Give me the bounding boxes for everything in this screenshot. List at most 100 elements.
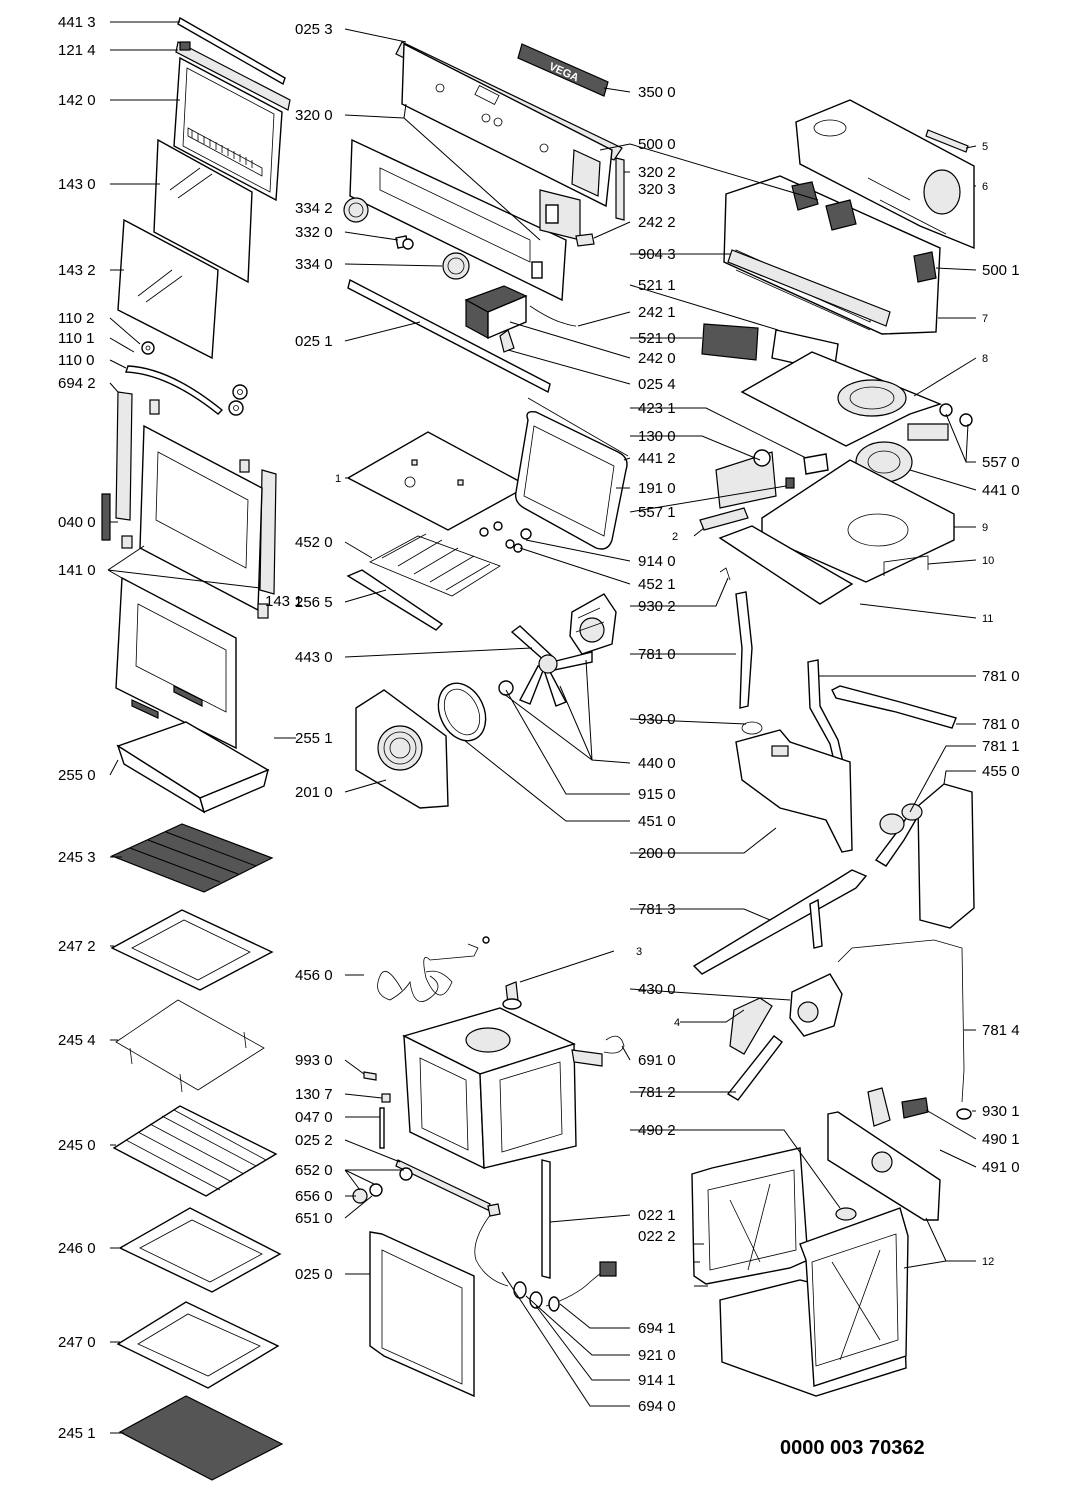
- callout-label: 490 1: [982, 1131, 1020, 1148]
- callout-label: 141 0: [58, 562, 96, 579]
- callout-label: 334 2: [295, 200, 333, 217]
- callout-label: 443 0: [295, 649, 333, 666]
- callout-label: 245 1: [58, 1425, 96, 1442]
- callout-label: 255 1: [295, 730, 333, 747]
- document-number: 0000 003 70362: [780, 1437, 925, 1459]
- callout-label: 320 3: [638, 181, 676, 198]
- callout-label: 142 0: [58, 92, 96, 109]
- callout-label: 022 1: [638, 1207, 676, 1224]
- top-electronics-assembly: [699, 99, 975, 605]
- callout-label: 130 0: [638, 428, 676, 445]
- callout-label: 781 0: [638, 646, 676, 663]
- heating-and-cavity-parts: [346, 397, 629, 1398]
- callout-label: 452 1: [638, 576, 676, 593]
- accessory-trays: [110, 721, 284, 1481]
- callout-label: 441 2: [638, 450, 676, 467]
- outer-casing-assembly: [691, 1087, 941, 1397]
- callout-label: 022 2: [638, 1228, 676, 1245]
- callout-label: 246 0: [58, 1240, 96, 1257]
- callout-label: 11: [982, 613, 993, 625]
- callout-label: 521 0: [638, 330, 676, 347]
- callout-label: 930 2: [638, 598, 676, 615]
- callout-label: 452 0: [295, 534, 333, 551]
- callout-label: 557 1: [638, 504, 676, 521]
- callout-label: 441 3: [58, 14, 96, 31]
- callout-label: 320 2: [638, 164, 676, 181]
- callout-label: 930 0: [638, 711, 676, 728]
- callout-label: 201 0: [295, 784, 333, 801]
- callout-label: 6: [982, 181, 988, 193]
- callout-label: 247 2: [58, 938, 96, 955]
- callout-label: 320 0: [295, 107, 333, 124]
- callout-label: 694 2: [58, 375, 96, 392]
- callout-label: 656 0: [295, 1188, 333, 1205]
- callout-label: 334 0: [295, 256, 333, 273]
- callout-label: 440 0: [638, 755, 676, 772]
- callout-label: 491 0: [982, 1159, 1020, 1176]
- callout-label: 047 0: [295, 1109, 333, 1126]
- callout-label: 4: [674, 1017, 680, 1029]
- callout-label: 350 0: [638, 84, 676, 101]
- callout-label: 781 3: [638, 901, 676, 918]
- callout-label: 915 0: [638, 786, 676, 803]
- callout-label: 110 1: [58, 330, 94, 347]
- callout-label: 255 0: [58, 767, 96, 784]
- callout-label: 10: [982, 555, 994, 567]
- callout-label: 652 0: [295, 1162, 333, 1179]
- callout-label: 694 0: [638, 1398, 676, 1415]
- callout-label: 1: [335, 473, 341, 485]
- callout-label: 691 0: [638, 1052, 676, 1069]
- callout-label: 245 0: [58, 1137, 96, 1154]
- callout-label: 490 2: [638, 1122, 676, 1139]
- callout-label: 500 1: [982, 262, 1020, 279]
- callout-label: 500 0: [638, 136, 676, 153]
- callout-label: 423 1: [638, 400, 676, 417]
- callout-label: 557 0: [982, 454, 1020, 471]
- callout-label: 025 4: [638, 376, 676, 393]
- callout-label: 130 7: [295, 1086, 333, 1103]
- callout-label: 430 0: [638, 981, 676, 998]
- callout-label: 040 0: [58, 514, 96, 531]
- callout-label: 110 2: [58, 310, 94, 327]
- callout-label: 025 2: [295, 1132, 333, 1149]
- callout-label: 781 2: [638, 1084, 676, 1101]
- callout-label: 914 0: [638, 553, 676, 570]
- callout-label: 025 0: [295, 1266, 333, 1283]
- callout-label: 200 0: [638, 845, 676, 862]
- callout-label: 242 0: [638, 350, 676, 367]
- callout-label: 12: [982, 1256, 994, 1268]
- callout-label: 993 0: [295, 1052, 333, 1069]
- callout-label: 143 2: [58, 262, 96, 279]
- callout-label: 8: [982, 353, 988, 365]
- callout-label: 332 0: [295, 224, 333, 241]
- callout-label: 521 1: [638, 277, 676, 294]
- callout-label: 025 3: [295, 21, 333, 38]
- callout-label: 781 4: [982, 1022, 1020, 1039]
- callout-label: 143 0: [58, 176, 96, 193]
- callout-label: 441 0: [982, 482, 1020, 499]
- callout-label: 781 0: [982, 716, 1020, 733]
- callout-label: 651 0: [295, 1210, 333, 1227]
- callout-label: 242 2: [638, 214, 676, 231]
- callout-label: 025 1: [295, 333, 333, 350]
- callout-label: 2: [672, 531, 678, 543]
- control-panel-assembly: VEGA: [343, 41, 625, 394]
- callout-label: 904 3: [638, 246, 676, 263]
- callout-label: 110 0: [58, 352, 94, 369]
- callout-labels: 441 3 12 1 4 142 0 143 0 143 2 110 2 110 …: [58, 14, 1020, 1442]
- callout-label: 256 5: [295, 594, 333, 611]
- ducts-and-hoses: [692, 567, 975, 1120]
- callout-label: 921 0: [638, 1347, 676, 1364]
- callout-label: 242 1: [638, 304, 676, 321]
- leader-lines: [107, 21, 977, 1434]
- callout-label: 9: [982, 522, 988, 534]
- callout-label: 781 0: [982, 668, 1020, 685]
- callout-label: 191 0: [638, 480, 676, 497]
- callout-label: 914 1: [638, 1372, 676, 1389]
- callout-label: 5: [982, 141, 988, 153]
- door-assembly: [101, 16, 291, 750]
- callout-label: 694 1: [638, 1320, 676, 1337]
- callout-label: 930 1: [982, 1103, 1020, 1120]
- callout-label: 456 0: [295, 967, 333, 984]
